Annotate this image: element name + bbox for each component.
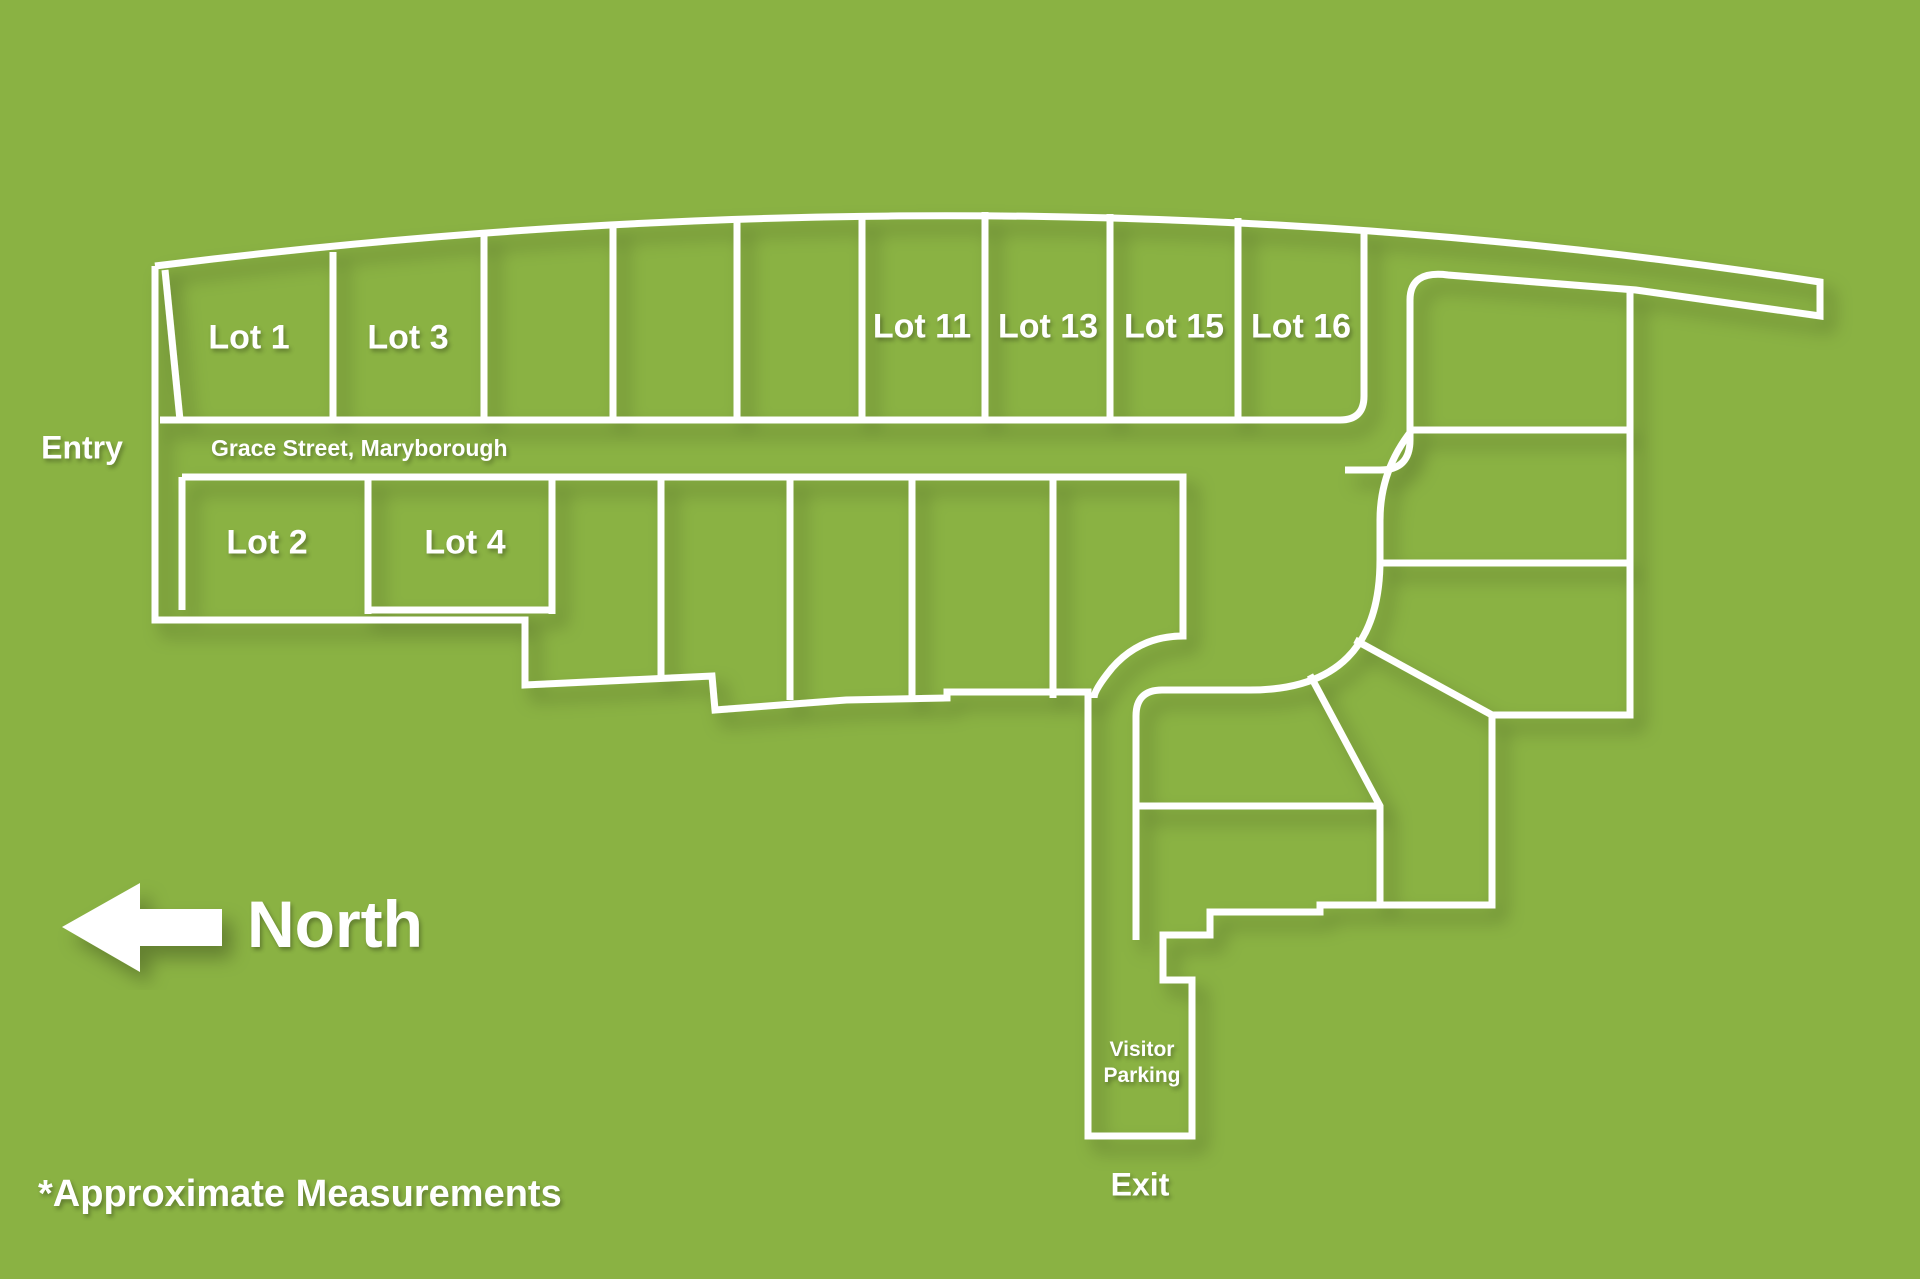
visitor-parking-label: Visitor Parking: [1103, 1037, 1180, 1089]
footnote: *Approximate Measurements: [38, 1173, 562, 1215]
north-block-boundary: [154, 212, 1824, 474]
lot-label: Lot 15: [1123, 307, 1225, 346]
north-label: North: [247, 887, 423, 961]
visitor-parking-line1: Visitor: [1109, 1038, 1175, 1061]
exit-label: Exit: [1110, 1166, 1170, 1203]
lot-label: Lot 13: [997, 307, 1099, 346]
south-lots-outline: [178, 473, 1187, 699]
lot-label: Lot 16: [1250, 307, 1352, 346]
street-label: Grace Street, Maryborough: [211, 435, 508, 461]
lot-label: Lot 11: [872, 307, 972, 346]
east-lot-dividers: [1136, 426, 1628, 905]
south-lot-dividers: [364, 477, 1057, 700]
arrow-left-icon: [62, 883, 222, 972]
lot-label: Lot 2: [226, 523, 308, 562]
east-cul-de-sac-edge: [1132, 427, 1415, 940]
lot-label: Lot 3: [367, 318, 449, 357]
lot-label: Lot 4: [424, 523, 506, 562]
visitor-parking-line2: Parking: [1103, 1064, 1181, 1087]
entry-label: Entry: [41, 429, 123, 466]
north-lot-dividers: [161, 212, 1242, 421]
lot-label: Lot 1: [208, 318, 290, 357]
north-lots-street-edge: [160, 230, 1368, 424]
